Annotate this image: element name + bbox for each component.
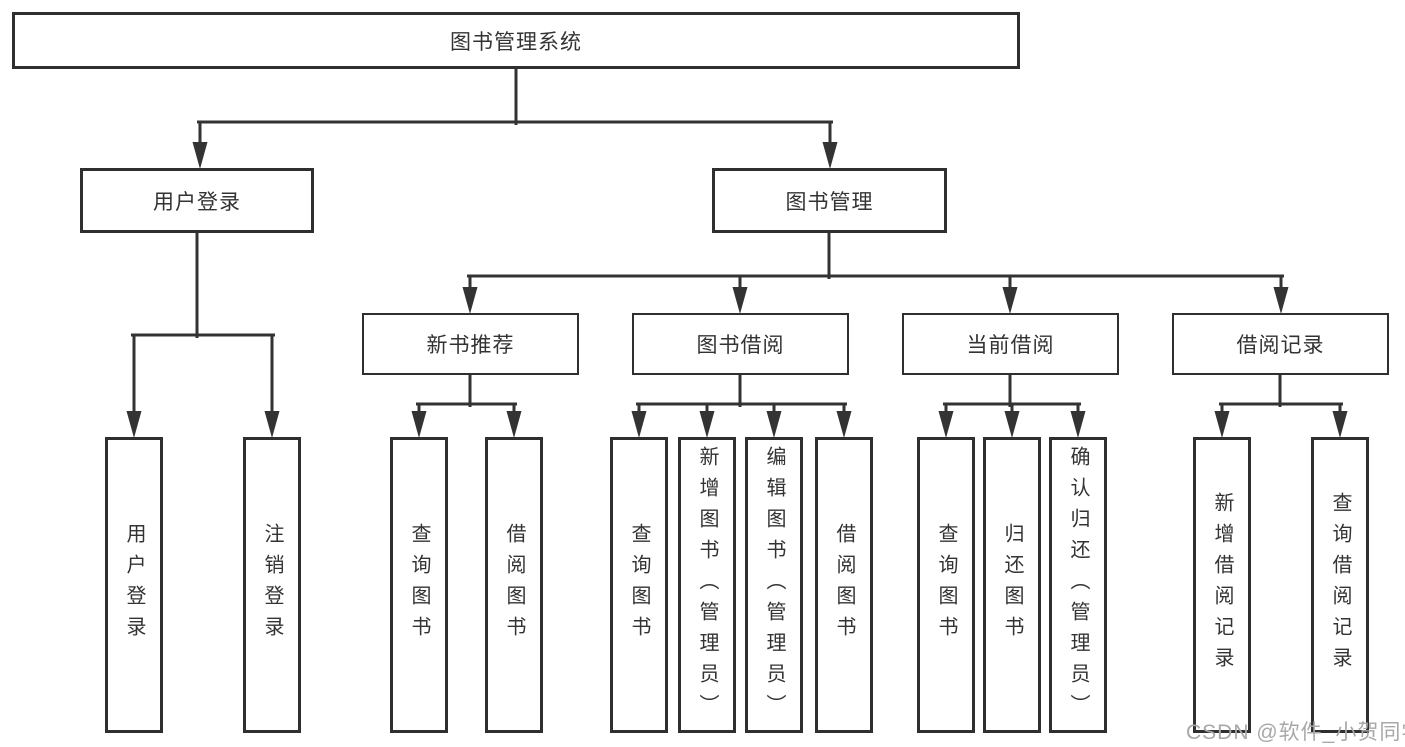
node-label: 借阅记录 — [1236, 334, 1325, 357]
arrowhead-icon — [732, 287, 748, 314]
node-borrowing-records: 借阅记录 — [1172, 313, 1389, 375]
leaf-query-books-current: 查询图书 — [917, 437, 975, 733]
node-label: 确认归还（管理员） — [1067, 445, 1089, 725]
leaf-confirm-return-admin: 确认归还（管理员） — [1049, 437, 1107, 733]
node-label: 归还图书 — [1001, 523, 1023, 647]
node-label: 新书推荐 — [426, 334, 515, 357]
node-label: 图书管理系统 — [450, 30, 582, 54]
node-label: 查询图书 — [628, 523, 650, 647]
arrowhead-icon — [1004, 411, 1020, 438]
node-label: 新增图书（管理员） — [696, 445, 718, 725]
node-label: 图书管理 — [785, 190, 874, 214]
arrowhead-icon — [766, 411, 782, 438]
node-label: 查询图书 — [935, 523, 957, 647]
arrowhead-icon — [938, 411, 954, 438]
node-label: 用户登录 — [153, 190, 241, 214]
arrowhead-icon — [822, 142, 838, 169]
arrowhead-icon — [264, 411, 280, 438]
arrowhead-icon — [411, 411, 427, 438]
arrowhead-icon — [1002, 287, 1018, 314]
arrowhead-icon — [836, 411, 852, 438]
arrowhead-icon — [192, 142, 208, 169]
arrowhead-icon — [1332, 411, 1348, 438]
arrowhead-icon — [1070, 411, 1086, 438]
arrowhead-icon — [126, 411, 142, 438]
node-label: 借阅图书 — [833, 523, 855, 647]
node-label: 用户登录 — [123, 523, 145, 647]
node-label: 图书借阅 — [696, 334, 785, 357]
leaf-borrow-books-recommend: 借阅图书 — [485, 437, 543, 733]
leaf-logout: 注销登录 — [243, 437, 301, 733]
node-label: 编辑图书（管理员） — [763, 445, 785, 725]
arrowheads — [126, 142, 1348, 438]
leaf-edit-books-admin: 编辑图书（管理员） — [745, 437, 803, 733]
leaf-query-books-borrow: 查询图书 — [610, 437, 668, 733]
leaf-return-books: 归还图书 — [983, 437, 1041, 733]
node-label: 查询图书 — [408, 523, 430, 647]
node-current-borrowing: 当前借阅 — [902, 313, 1119, 375]
leaf-query-borrow-record: 查询借阅记录 — [1311, 437, 1369, 733]
arrowhead-icon — [699, 411, 715, 438]
node-label: 查询借阅记录 — [1329, 492, 1351, 678]
connector-path — [131, 67, 1343, 407]
leaf-add-borrow-record: 新增借阅记录 — [1193, 437, 1251, 733]
node-user-login: 用户登录 — [80, 168, 314, 233]
arrowhead-icon — [462, 287, 478, 314]
node-book-management: 图书管理 — [712, 168, 947, 233]
leaf-user-login: 用户登录 — [105, 437, 163, 733]
node-new-book-recommendation: 新书推荐 — [362, 313, 579, 375]
node-book-borrowing: 图书借阅 — [632, 313, 849, 375]
node-label: 注销登录 — [261, 523, 283, 647]
arrowhead-icon — [631, 411, 647, 438]
arrowhead-icon — [1273, 287, 1289, 314]
node-label: 新增借阅记录 — [1211, 492, 1233, 678]
arrowhead-icon — [506, 411, 522, 438]
node-label: 借阅图书 — [503, 523, 525, 647]
node-label: 当前借阅 — [966, 334, 1055, 357]
leaf-query-books-recommend: 查询图书 — [390, 437, 448, 733]
arrowhead-icon — [1214, 411, 1230, 438]
node-library-management-system: 图书管理系统 — [12, 12, 1020, 69]
leaf-borrow-books: 借阅图书 — [815, 437, 873, 733]
watermark-text: CSDN @软件_小贺同学 — [1186, 721, 1405, 744]
leaf-add-books-admin: 新增图书（管理员） — [678, 437, 736, 733]
